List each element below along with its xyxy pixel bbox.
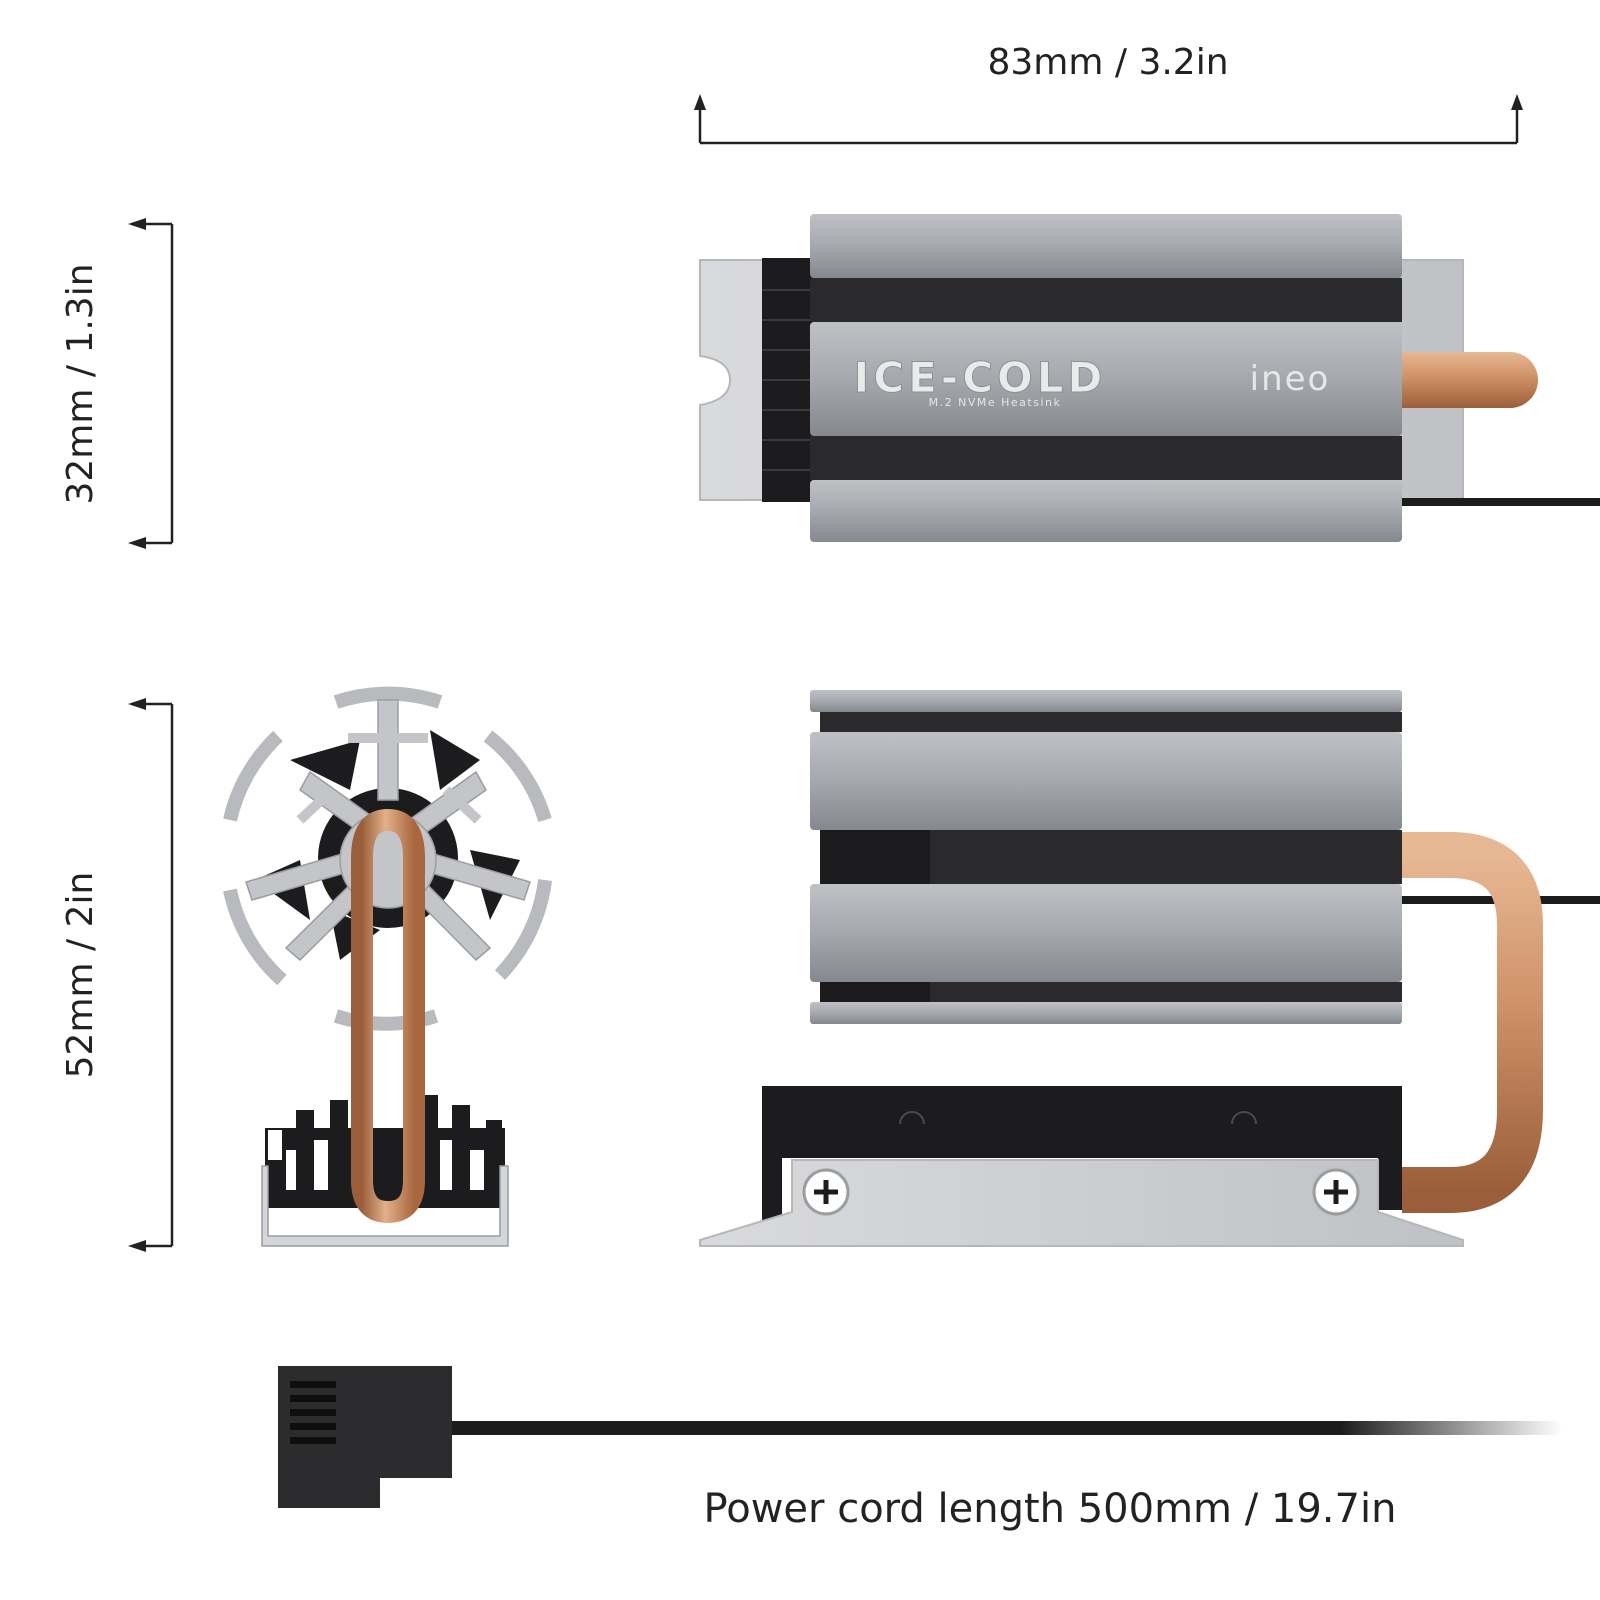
base-block — [762, 1086, 1402, 1158]
cord-length-label: Power cord length 500mm / 19.7in — [704, 1486, 1397, 1532]
height-label: 32mm / 1.3in — [60, 263, 101, 504]
length-label: 83mm / 3.2in — [987, 42, 1228, 83]
heat-pipe — [351, 808, 425, 1224]
heat-pipe — [1402, 832, 1543, 1213]
heatsink-fin-middle — [810, 322, 1402, 436]
screw-icon — [802, 1168, 850, 1216]
depth-label: 52mm / 2in — [60, 872, 101, 1079]
arrow-left-icon — [128, 698, 146, 710]
power-cord — [452, 1421, 1562, 1435]
height-dimension-line — [140, 222, 174, 545]
depth-dimension: 52mm / 2in — [60, 698, 174, 1252]
brand-logo: ineo — [1250, 359, 1331, 399]
depth-dimension-line — [140, 702, 174, 1248]
product-subtitle: M.2 NVMe Heatsink — [929, 396, 1062, 409]
mounting-clip — [261, 1165, 509, 1247]
power-connector — [278, 1366, 1562, 1508]
arrow-up-icon — [1511, 94, 1523, 110]
base-fins — [265, 1095, 505, 1208]
heatsink-fin-bottom — [810, 480, 1402, 542]
heatsink-fin-bottom — [810, 1002, 1402, 1024]
product-logo: ICE-COLD — [854, 353, 1107, 402]
heatsink-fin-lower — [810, 884, 1402, 982]
heatsink-fin-top — [810, 690, 1402, 712]
heatsink-fin-top — [810, 214, 1402, 278]
heatsink-top-view: ICE-COLD M.2 NVMe Heatsink ineo — [699, 214, 1600, 542]
connector-pins-icon — [290, 1381, 336, 1444]
arrow-left-icon — [128, 218, 146, 230]
heatsink-side-view — [699, 690, 1600, 1247]
length-dimension: 83mm / 3.2in — [694, 42, 1523, 145]
heat-pipe — [1402, 352, 1538, 408]
arrow-left-icon — [128, 537, 146, 549]
screw-icon — [1312, 1168, 1360, 1216]
length-dimension-line — [698, 104, 1519, 145]
power-cord — [1402, 498, 1600, 506]
base-plate — [699, 1159, 1464, 1247]
heatsink-end-view — [223, 686, 552, 1247]
arrow-up-icon — [694, 94, 706, 110]
height-dimension: 32mm / 1.3in — [60, 218, 174, 549]
heatsink-fin-upper — [810, 732, 1402, 830]
arrow-left-icon — [128, 1240, 146, 1252]
